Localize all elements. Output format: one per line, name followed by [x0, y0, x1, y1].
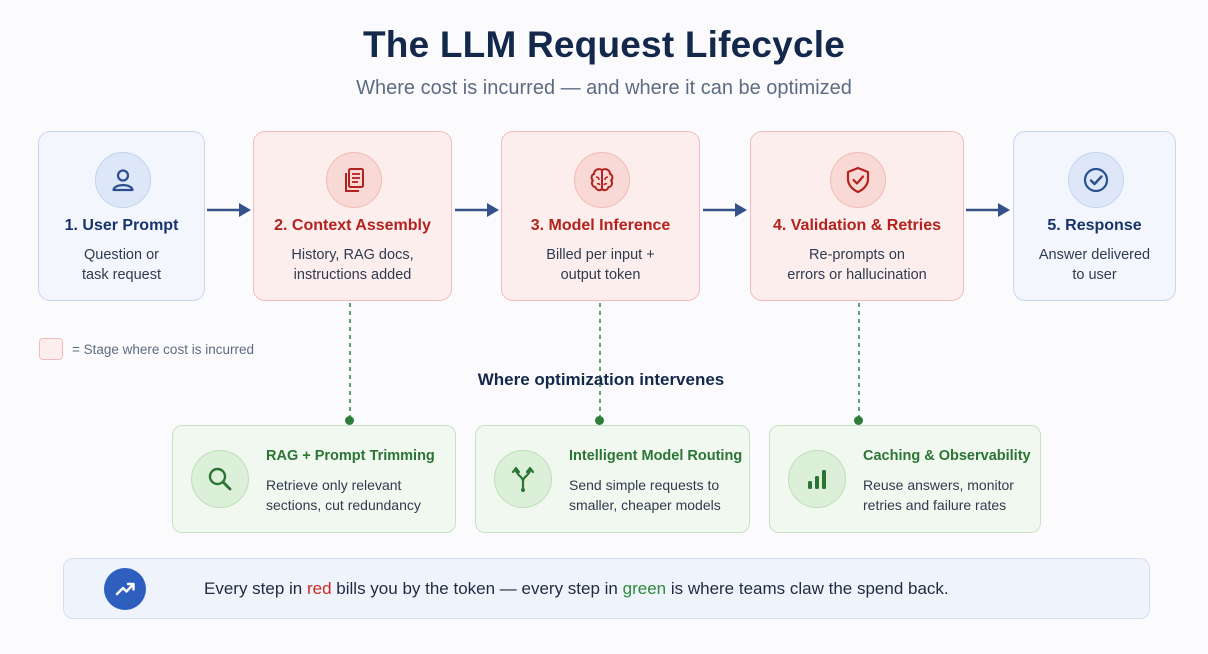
shield-icon [830, 152, 886, 208]
connector-dot [854, 416, 863, 425]
red-keyword: red [307, 579, 332, 598]
optimization-caching: Caching & Observability Reuse answers, m… [769, 425, 1041, 533]
routing-icon [494, 450, 552, 508]
connector-line [858, 303, 860, 419]
arrow-right-icon [207, 203, 251, 217]
stage-model-inference: 3. Model Inference Billed per input +out… [501, 131, 700, 301]
legend-swatch [39, 338, 63, 360]
optimization-name: RAG + Prompt Trimming [266, 448, 435, 464]
footer-banner: Every step in red bills you by the token… [63, 558, 1150, 619]
connector-dot [345, 416, 354, 425]
arrow-right-icon [966, 203, 1010, 217]
connector-dot [595, 416, 604, 425]
connector-line [349, 303, 351, 419]
green-keyword: green [622, 579, 667, 598]
legend-label: = Stage where cost is incurred [72, 342, 254, 357]
optimization-model-routing: Intelligent Model Routing Send simple re… [475, 425, 750, 533]
arrow-right-icon [455, 203, 499, 217]
check-icon [1067, 152, 1124, 208]
page-subtitle: Where cost is incurred — and where it ca… [356, 77, 852, 99]
stage-name: 1. User Prompt [64, 217, 179, 234]
footer-message: Every step in red bills you by the token… [204, 579, 949, 598]
stage-name: 5. Response [1047, 217, 1142, 234]
arrow-right-icon [703, 203, 747, 217]
search-icon [191, 450, 249, 508]
stage-desc: Billed per input +output token [546, 247, 655, 283]
stage-desc: History, RAG docs,instructions added [291, 247, 414, 283]
bar-chart-icon [788, 450, 846, 508]
stage-name: 3. Model Inference [530, 217, 671, 234]
stage-context-assembly: 2. Context Assembly History, RAG docs,in… [253, 131, 452, 301]
stage-name: 2. Context Assembly [274, 217, 431, 234]
optimization-name: Intelligent Model Routing [569, 448, 743, 464]
user-icon [94, 152, 151, 208]
brain-icon [573, 152, 630, 208]
connector-line [599, 303, 601, 419]
optimization-heading: Where optimization intervenes [477, 370, 725, 389]
stage-name: 4. Validation & Retries [772, 217, 942, 234]
page-title: The LLM Request Lifecycle [363, 24, 845, 65]
optimization-rag-trimming: RAG + Prompt Trimming Retrieve only rele… [172, 425, 456, 533]
trend-up-icon [104, 568, 146, 610]
optimization-name: Caching & Observability [863, 448, 1031, 464]
document-icon [325, 152, 382, 208]
